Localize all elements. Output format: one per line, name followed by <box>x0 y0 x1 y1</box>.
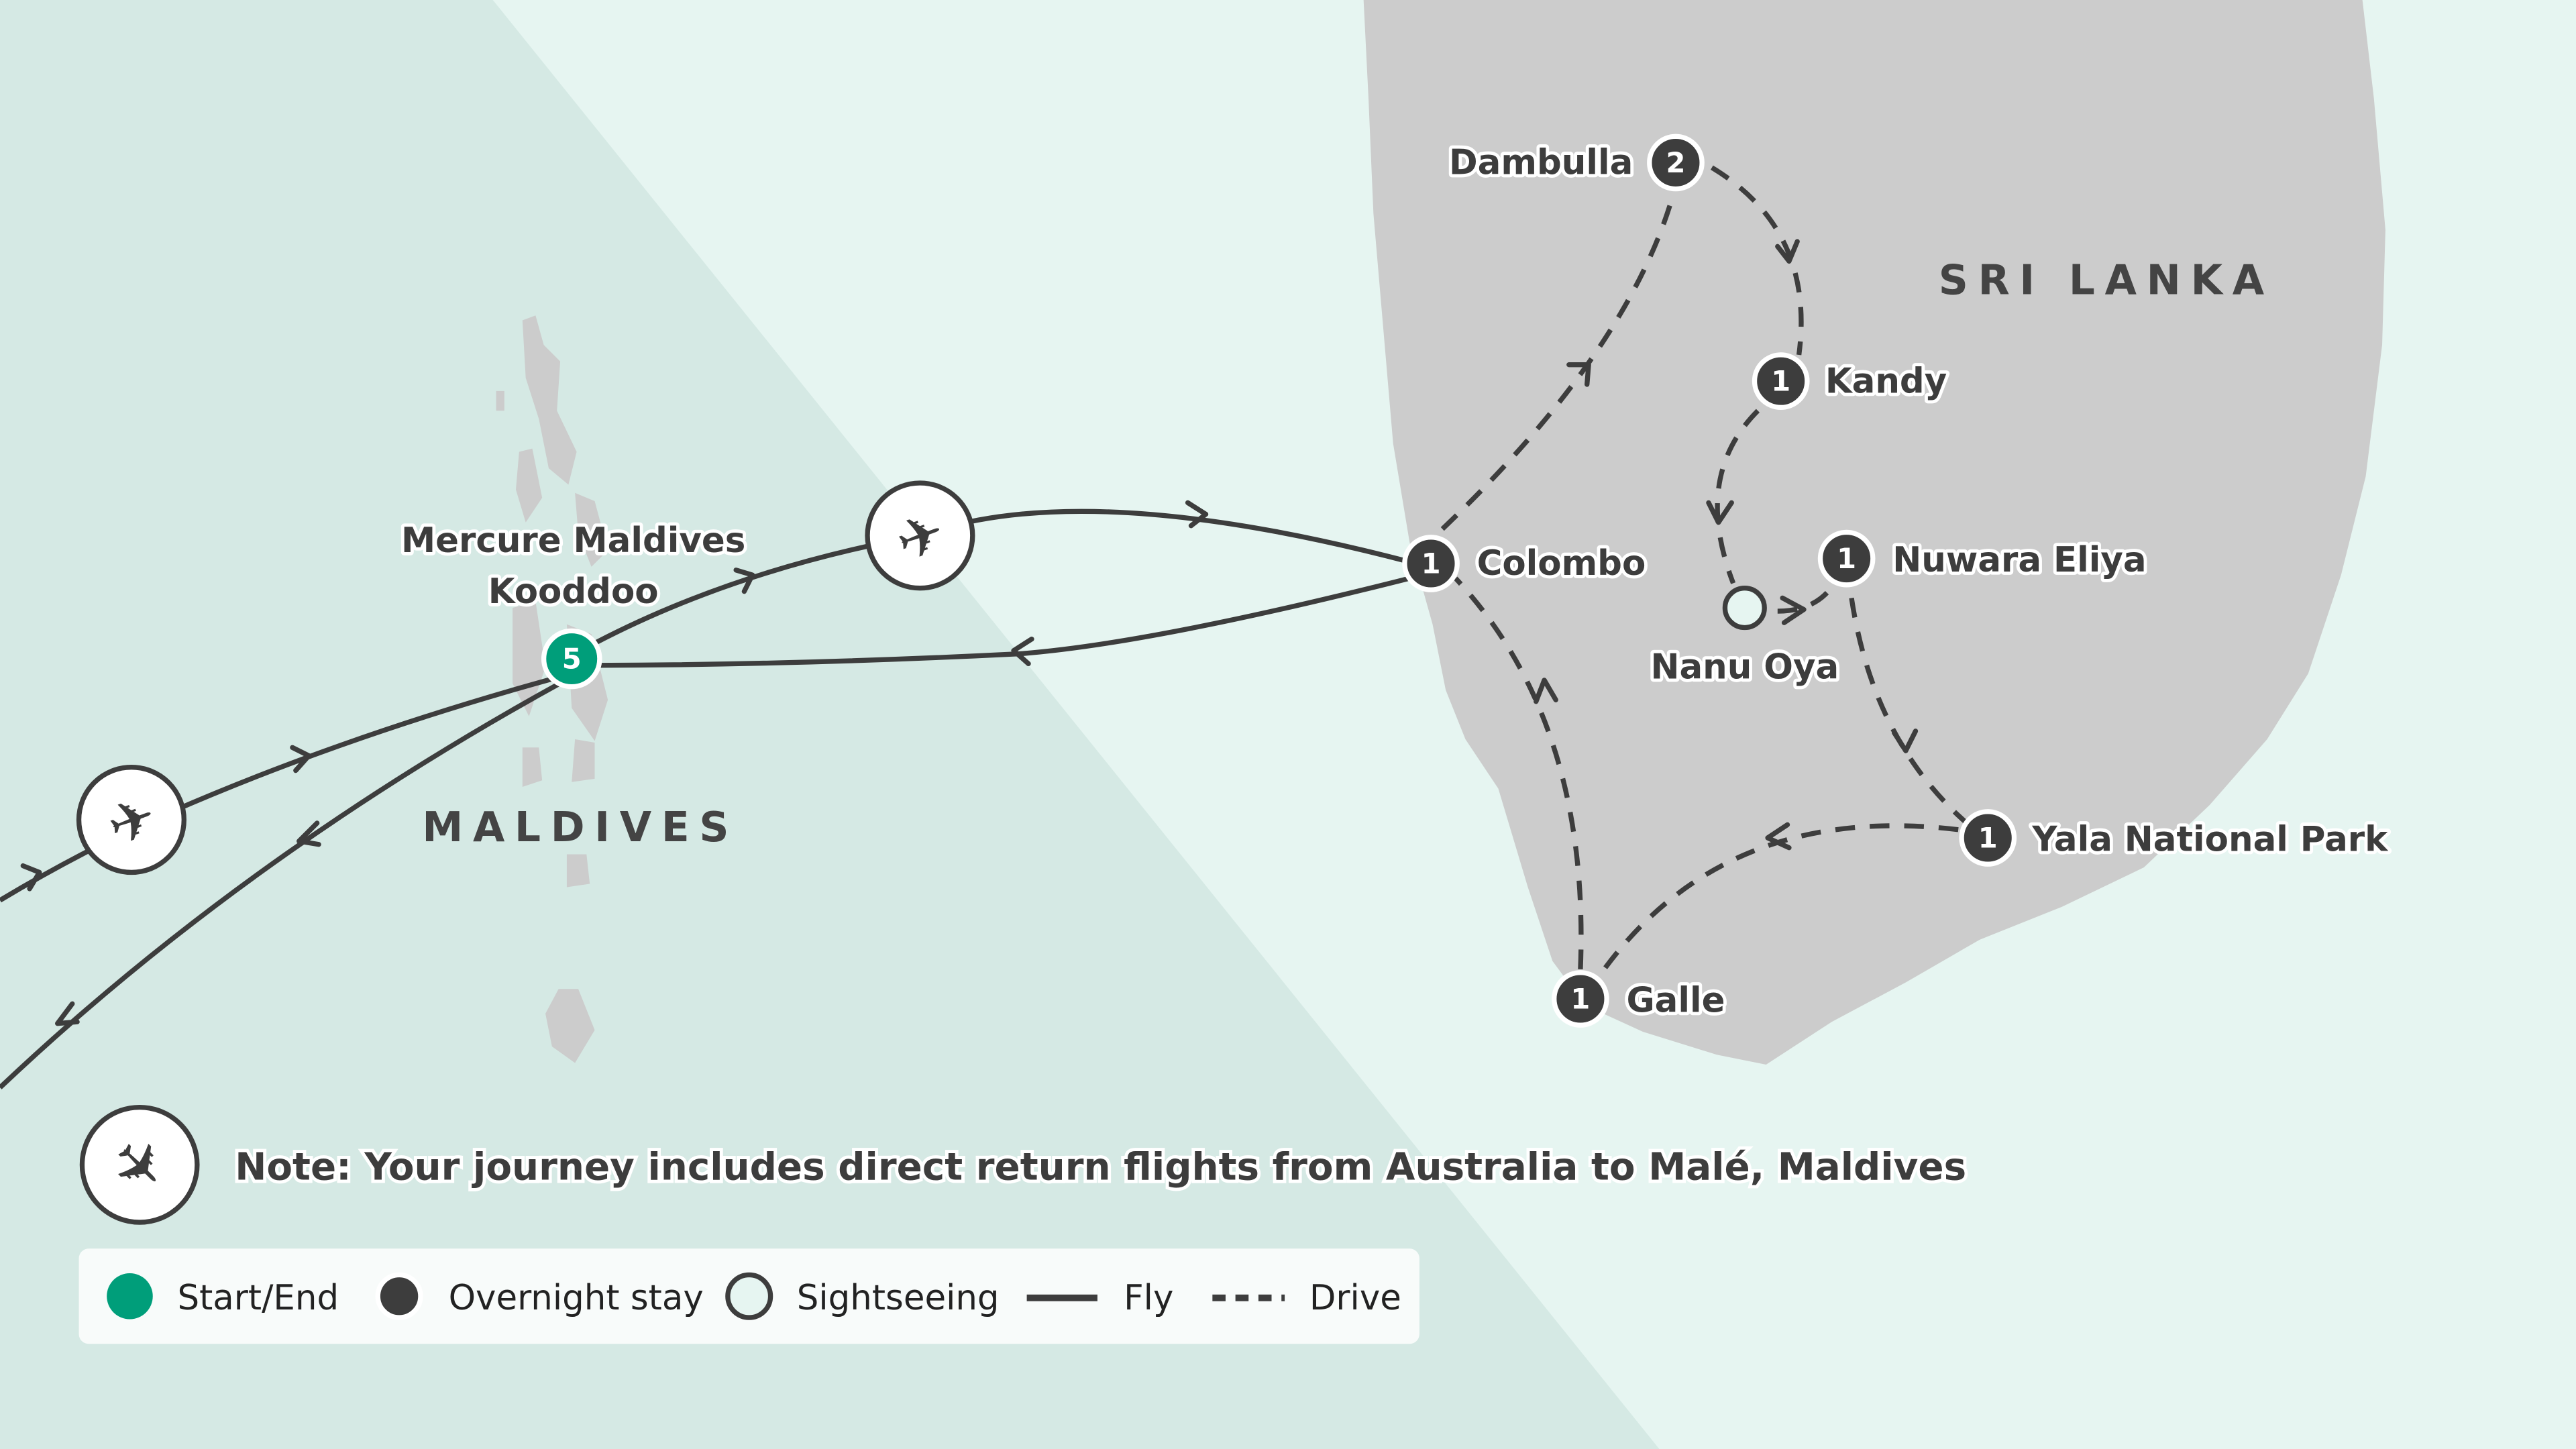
stop-colombo[interactable]: 1 Colombo <box>1402 535 1649 592</box>
nights-count: 1 <box>1570 982 1590 1015</box>
place-label-mercure-maldives: Mercure Maldives <box>401 521 745 561</box>
legend-overnight-label: Overnight stay <box>449 1278 704 1318</box>
flight-marker-left: ✈ <box>76 765 186 875</box>
flight-note: ✈ Note: Your journey includes direct ret… <box>79 1104 1970 1225</box>
legend-start-end-label: Start/End <box>177 1278 339 1318</box>
place-label: Dambulla <box>1449 143 1633 183</box>
nights-count: 2 <box>1666 146 1685 179</box>
legend: Start/End Overnight stay Sightseeing Fly… <box>78 1248 1419 1344</box>
drive-yala-galle <box>1599 823 1959 974</box>
place-label: Colombo <box>1477 543 1646 584</box>
stop-kandy[interactable]: 1 Kandy <box>1752 352 1950 411</box>
legend-drive-label: Drive <box>1309 1278 1401 1318</box>
legend-overnight-swatch <box>375 1272 423 1320</box>
drive-nanu-oya-nuwara-eliya <box>1777 583 1836 614</box>
stop-galle[interactable]: 1 Galle <box>1552 970 1728 1028</box>
legend-sightseeing-label: Sightseeing <box>797 1278 1000 1318</box>
drive-galle-colombo <box>1454 576 1584 970</box>
place-label: Yala National Park <box>2031 820 2389 860</box>
flight-route-inbound-australia <box>0 671 573 903</box>
sri-lanka-landmass <box>1363 0 2385 1065</box>
drive-nuwara-eliya-yala <box>1849 597 1967 824</box>
maldives-islands <box>496 315 608 1063</box>
nights-count: 1 <box>1978 821 1998 854</box>
place-label: Nuwara Eliya <box>1892 540 2146 580</box>
place-label: Galle <box>1626 981 1725 1021</box>
country-label-sri-lanka: SRI LANKA <box>1939 256 2274 304</box>
flight-marker-middle: ✈ <box>865 480 975 591</box>
start-end-marker-mercure-maldives[interactable]: 5 <box>541 628 602 690</box>
stop-dambulla[interactable]: 2 Dambulla <box>1446 133 1705 192</box>
stop-nuwara-eliya[interactable]: 1 Nuwara Eliya <box>1817 529 2149 588</box>
sightseeing-nanu-oya[interactable]: Nanu Oya <box>1648 586 1842 690</box>
drive-kandy-nanu-oya <box>1715 409 1760 584</box>
legend-start-end-swatch <box>107 1273 153 1320</box>
route-direction-arrows <box>20 239 1919 1026</box>
nights-count: 1 <box>1771 365 1790 398</box>
place-label-kooddoo: Kooddoo <box>488 572 659 612</box>
nights-count: 1 <box>1421 547 1441 580</box>
stop-yala-national-park[interactable]: 1 Yala National Park <box>1959 809 2392 867</box>
drive-colombo-dambulla <box>1440 196 1675 531</box>
legend-fly-label: Fly <box>1124 1278 1173 1318</box>
place-label: Nanu Oya <box>1650 647 1839 687</box>
country-label-maldives: MALDIVES <box>422 804 739 851</box>
legend-sightseeing-swatch <box>725 1272 773 1320</box>
note-text: Note: Your journey includes direct retur… <box>235 1145 1966 1189</box>
sea-shaded-region <box>0 0 1660 1449</box>
nights-count: 1 <box>1837 542 1856 575</box>
nights-count: 5 <box>562 643 582 676</box>
place-label: Kandy <box>1825 361 1947 401</box>
drive-dambulla-kandy <box>1710 165 1804 356</box>
